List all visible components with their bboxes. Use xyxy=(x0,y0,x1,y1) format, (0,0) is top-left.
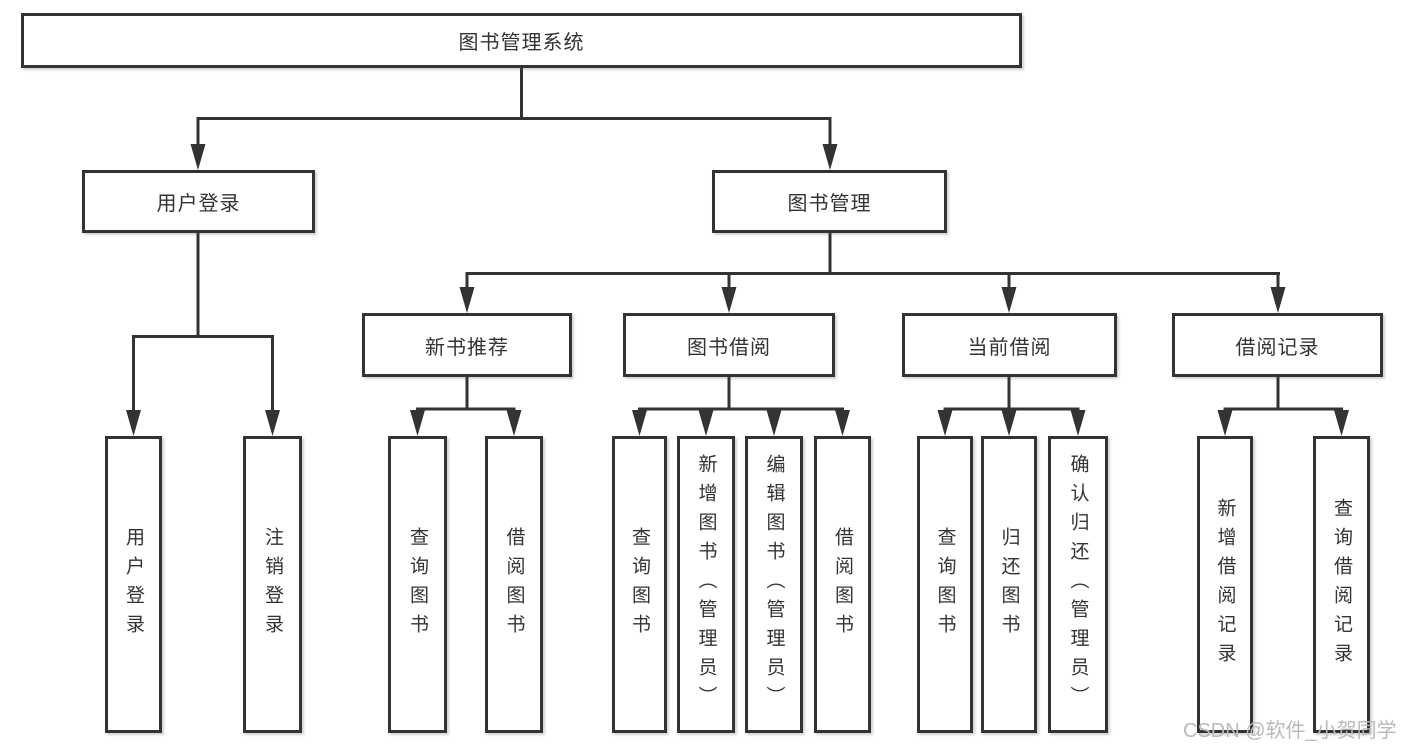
node-label: 借阅记录 xyxy=(1235,336,1320,359)
node-label: 图书借阅 xyxy=(687,336,771,359)
connector-bookmgmt-branch xyxy=(465,231,1280,275)
leaf-query-book-current: 查询图书 xyxy=(917,436,973,733)
connector-newbook-branch xyxy=(416,375,516,411)
leaf-label: 查询借阅记录 xyxy=(1331,497,1352,672)
node-label: 当前借阅 xyxy=(967,336,1052,359)
leaf-label: 新增图书（管理员） xyxy=(695,454,717,715)
leaf-query-borrow-record: 查询借阅记录 xyxy=(1313,436,1370,733)
node-book-management: 图书管理 xyxy=(712,170,947,233)
connector-root-branch xyxy=(196,66,832,120)
leaf-borrow-book: 借阅图书 xyxy=(814,436,871,733)
leaf-label: 新增借阅记录 xyxy=(1214,497,1236,672)
arrowheads xyxy=(126,144,1349,436)
node-root: 图书管理系统 xyxy=(21,13,1022,68)
leaf-label: 查询图书 xyxy=(407,526,428,643)
connector-userlogin-branch xyxy=(132,231,274,338)
node-user-login: 用户登录 xyxy=(82,170,315,233)
node-book-borrow: 图书借阅 xyxy=(623,313,835,377)
node-label: 用户登录 xyxy=(156,193,241,215)
leaf-label: 注销登录 xyxy=(262,526,283,643)
leaf-add-borrow-record: 新增借阅记录 xyxy=(1197,436,1253,733)
connector-bookborrow-branch xyxy=(638,375,844,411)
leaf-user-login: 用户登录 xyxy=(105,436,162,733)
leaf-label: 用户登录 xyxy=(123,526,144,643)
node-label: 图书管理系统 xyxy=(458,32,585,54)
leaf-query-book-recommend: 查询图书 xyxy=(388,436,447,733)
leaf-logout: 注销登录 xyxy=(243,436,302,733)
node-new-book-recommend: 新书推荐 xyxy=(362,313,572,377)
leaf-label: 归还图书 xyxy=(998,526,1020,643)
leaf-edit-book-admin: 编辑图书（管理员） xyxy=(745,436,803,733)
leaf-label: 编辑图书（管理员） xyxy=(763,454,785,715)
leaf-return-book: 归还图书 xyxy=(981,436,1037,733)
leaf-label: 借阅图书 xyxy=(832,526,853,643)
connector-borrowrecord-branch xyxy=(1223,375,1343,411)
node-current-borrow: 当前借阅 xyxy=(902,313,1117,377)
leaf-borrow-book-recommend: 借阅图书 xyxy=(485,436,543,733)
leaf-label: 借阅图书 xyxy=(503,526,525,643)
connector-currentborrow-branch xyxy=(943,375,1080,411)
leaf-query-book-borrow: 查询图书 xyxy=(612,436,667,733)
node-label: 新书推荐 xyxy=(425,336,509,359)
leaf-label: 确认归还（管理员） xyxy=(1067,454,1089,715)
watermark: CSDN @软件_小贺同学 xyxy=(1183,720,1397,742)
node-borrow-record: 借阅记录 xyxy=(1172,313,1383,377)
leaf-label: 查询图书 xyxy=(934,526,956,643)
leaf-label: 查询图书 xyxy=(629,526,650,643)
node-label: 图书管理 xyxy=(787,193,872,215)
leaf-add-book-admin: 新增图书（管理员） xyxy=(677,436,735,733)
leaf-confirm-return-admin: 确认归还（管理员） xyxy=(1048,436,1108,733)
